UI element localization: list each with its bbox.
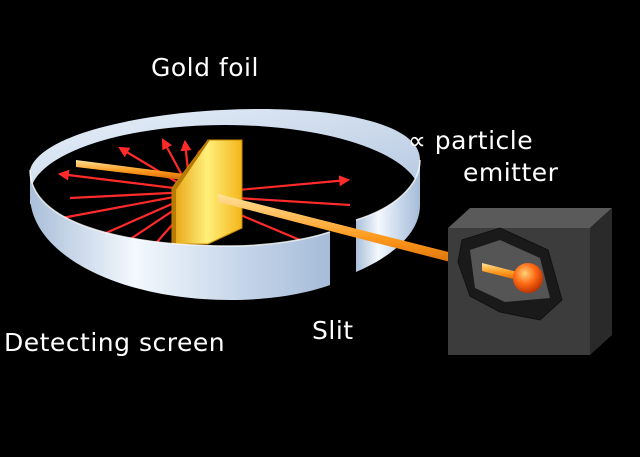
alpha-beam (218, 194, 520, 280)
screen-inner-wall (30, 109, 420, 205)
detecting-screen-wall-right (356, 160, 420, 272)
gold-foil-label: Gold foil (151, 53, 259, 82)
emitter-label-line1: ∝ particle (408, 126, 534, 155)
gold-foil-edge (172, 140, 210, 246)
alpha-beam-back (76, 160, 200, 182)
slit-label: Slit (312, 316, 354, 345)
detecting-screen-label: Detecting screen (4, 328, 226, 357)
screen-rim-right (355, 159, 421, 221)
alpha-source-ball (513, 263, 543, 293)
detecting-screen-wall (30, 170, 330, 300)
screen-rim (29, 169, 331, 247)
emitter-label-line2: emitter (463, 158, 559, 187)
